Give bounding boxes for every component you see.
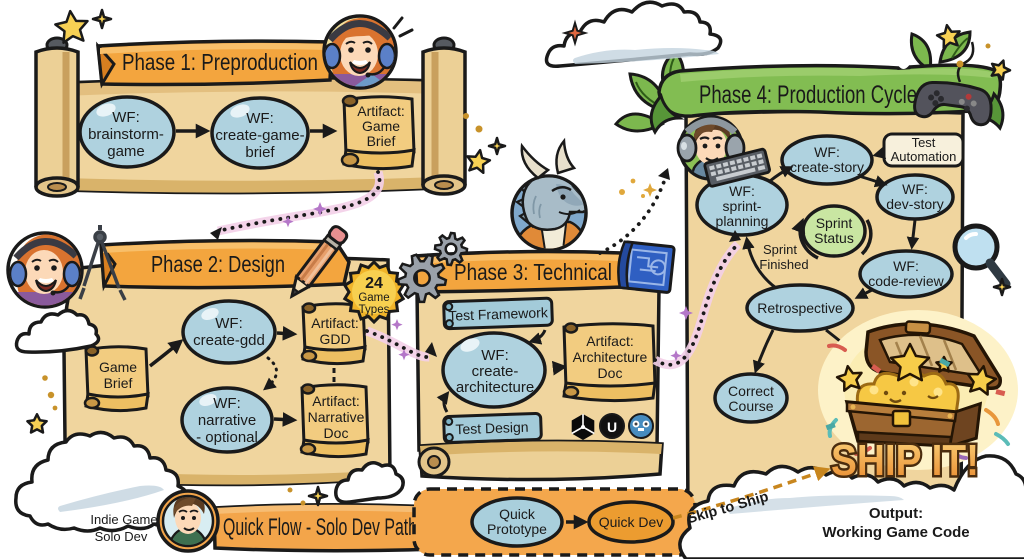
svg-text:Game: Game [358,292,389,304]
svg-text:Artifact:: Artifact: [311,315,358,331]
svg-text:create-: create- [472,363,519,380]
svg-text:24: 24 [365,275,383,292]
svg-text:Architecture: Architecture [573,349,648,365]
svg-text:code-review: code-review [868,273,944,289]
svg-text:Quick Flow - Solo Dev Path: Quick Flow - Solo Dev Path [223,514,417,541]
svg-text:Brief: Brief [104,375,133,391]
svg-text:brief: brief [245,144,275,161]
svg-text:create-game-: create-game- [215,127,304,144]
svg-text:Quick: Quick [499,506,536,522]
svg-text:Phase 3: Technical: Phase 3: Technical [454,259,612,285]
svg-text:Automation: Automation [891,149,957,164]
svg-text:WF:: WF: [246,110,274,127]
svg-text:WF:: WF: [814,144,840,160]
svg-text:Retrospective: Retrospective [757,300,843,316]
svg-text:Test: Test [912,135,936,150]
svg-text:Prototype: Prototype [487,521,547,537]
svg-text:Working Game Code: Working Game Code [822,524,969,541]
svg-text:create-story: create-story [790,159,864,175]
svg-text:Solo Dev: Solo Dev [95,529,148,544]
svg-text:Doc: Doc [324,425,349,441]
svg-text:Course: Course [728,398,773,414]
svg-text:Artifact:: Artifact: [586,333,633,349]
svg-text:planning: planning [716,213,769,229]
svg-text:Correct: Correct [728,383,774,399]
svg-text:WF:: WF: [215,315,243,332]
svg-text:architecture: architecture [456,379,534,396]
svg-text:WF:: WF: [893,258,919,274]
svg-text:Quick Dev: Quick Dev [599,514,664,530]
svg-text:create-gdd: create-gdd [193,332,265,349]
svg-text:Finished: Finished [759,257,808,272]
svg-text:Narrative: Narrative [308,409,365,425]
svg-text:Test Design: Test Design [455,419,529,438]
svg-text:Phase 4: Production Cycle: Phase 4: Production Cycle [699,81,917,109]
svg-text:Output:: Output: [869,505,923,522]
svg-text:brainstorm-: brainstorm- [88,126,164,143]
svg-text:- optional: - optional [196,429,258,446]
svg-text:Status: Status [814,230,854,246]
svg-text:narrative: narrative [198,412,256,429]
svg-text:WF:: WF: [213,395,241,412]
svg-text:Indie Game: Indie Game [90,512,157,527]
svg-text:WF:: WF: [729,183,755,199]
svg-text:Artifact:: Artifact: [312,393,359,409]
svg-text:U: U [607,419,617,435]
svg-text:GDD: GDD [319,331,350,347]
svg-text:Phase 2: Design: Phase 2: Design [151,251,285,277]
svg-text:SHIP IT!: SHIP IT! [831,436,979,485]
svg-text:Brief: Brief [367,133,396,149]
svg-text:game: game [107,143,145,160]
svg-text:WF:: WF: [902,181,928,197]
svg-text:WF:: WF: [112,109,140,126]
svg-text:Doc: Doc [598,365,623,381]
svg-text:dev-story: dev-story [886,196,944,212]
svg-text:Game: Game [362,118,400,134]
svg-text:WF:: WF: [481,347,509,364]
svg-text:sprint-: sprint- [723,198,762,214]
svg-text:Game: Game [99,359,137,375]
svg-text:Phase 1: Preproduction: Phase 1: Preproduction [122,49,318,75]
svg-text:Sprint: Sprint [816,215,853,231]
svg-text:Artifact:: Artifact: [357,103,404,119]
svg-text:Types: Types [359,304,390,316]
svg-text:Sprint: Sprint [763,242,797,257]
svg-text:Test Framework: Test Framework [448,304,549,324]
